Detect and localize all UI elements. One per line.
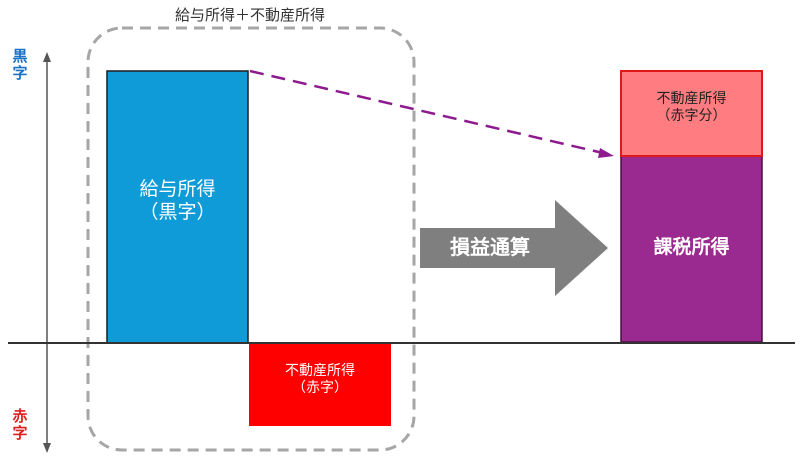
realestate-offset-box bbox=[620, 70, 763, 157]
group-label: 給与所得＋不動産所得 bbox=[174, 6, 325, 24]
realestate-deficit-line1: 不動産所得 bbox=[285, 363, 355, 379]
axis-down-arrowhead bbox=[43, 443, 51, 453]
realestate-offset-line1: 不動産所得 bbox=[656, 91, 727, 107]
salary-box-line2: （黒字） bbox=[139, 200, 216, 223]
taxable-box-label: 課税所得 bbox=[653, 236, 730, 258]
deficit-axis-label: 赤字 bbox=[12, 407, 28, 443]
realestate-deficit-box bbox=[249, 344, 391, 426]
group-dashed-border bbox=[86, 26, 416, 452]
offset-block-arrow bbox=[420, 200, 608, 296]
axis-up-arrowhead bbox=[43, 52, 51, 62]
salary-box-label: 給与所得 （黒字） bbox=[107, 178, 248, 224]
realestate-offset-label: 不動産所得 （赤字分） bbox=[621, 91, 762, 125]
transfer-dashed-arrow bbox=[249, 69, 604, 155]
salary-box-line1: 給与所得 bbox=[139, 178, 216, 200]
salary-income-box bbox=[106, 70, 249, 344]
transfer-arrowhead bbox=[598, 148, 614, 158]
offset-arrow-label: 損益通算 bbox=[450, 235, 530, 259]
realestate-offset-line2: （赤字分） bbox=[656, 107, 727, 124]
realestate-deficit-line2: （赤字） bbox=[292, 379, 348, 396]
realestate-deficit-label: 不動産所得 （赤字） bbox=[249, 363, 391, 397]
surplus-axis-label: 黒字 bbox=[12, 47, 28, 83]
